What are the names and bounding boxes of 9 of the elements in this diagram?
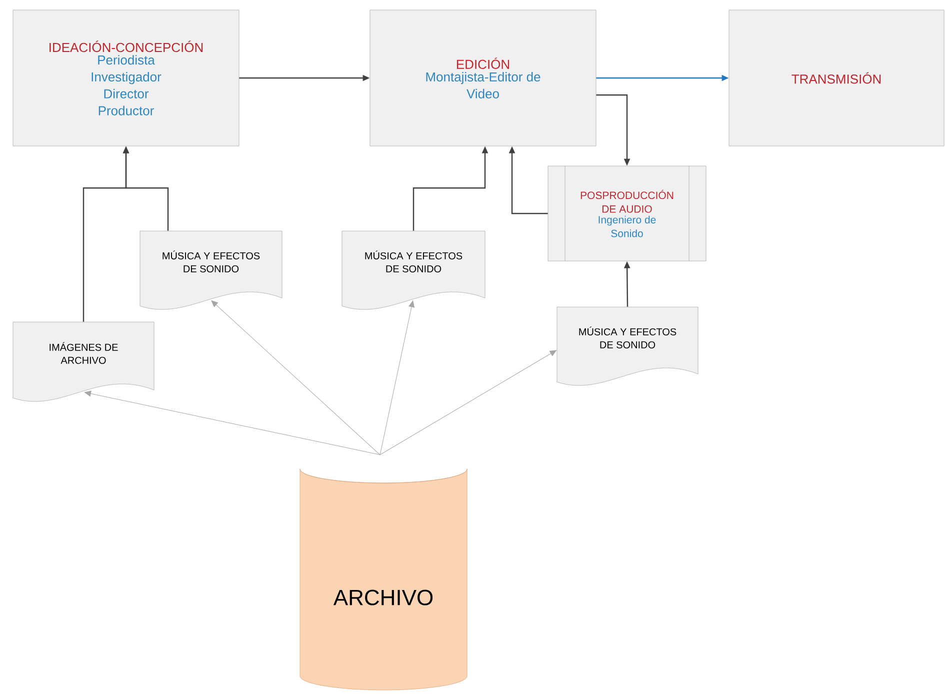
database-cylinder: ARCHIVO	[300, 468, 468, 690]
subprocess-box: POSPRODUCCIÓN DE AUDIO Ingeniero de Sonido	[548, 166, 706, 262]
process-box: EDICIÓN Montajista-Editor de Video	[370, 10, 596, 146]
process-box: TRANSMISIÓN	[728, 10, 944, 146]
arrow	[380, 300, 414, 456]
arrow	[380, 350, 556, 456]
process-box: IDEACIÓN-CONCEPCIÓN Periodista Investigador Director Productor	[12, 10, 240, 146]
arrow	[211, 300, 380, 456]
arrow	[84, 390, 380, 456]
